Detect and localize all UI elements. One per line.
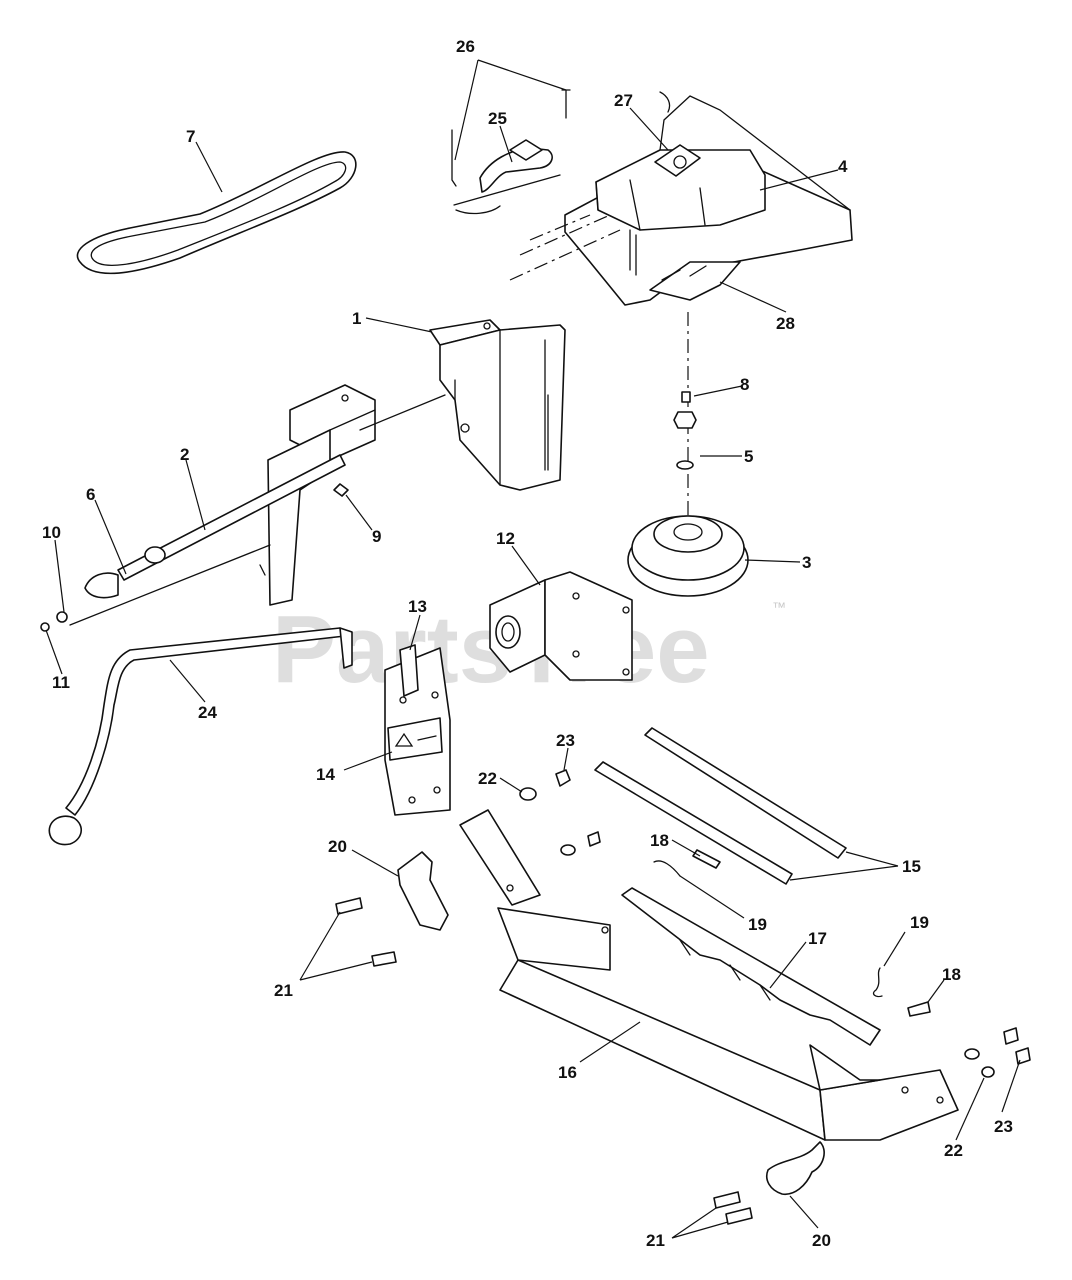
callout-19: 19 [748,915,767,934]
frame-part [459,809,959,1141]
callout-21b: 21 [646,1231,665,1250]
latch-parts [451,89,571,215]
callout-5: 5 [744,447,753,466]
cable-part [48,627,353,846]
callout-14: 14 [316,765,335,784]
callout-12: 12 [496,529,515,548]
callout-6: 6 [86,485,95,504]
callout-22: 22 [478,769,497,788]
pulley-part [627,312,749,597]
callout-13: 13 [408,597,427,616]
callout-22b: 22 [944,1141,963,1160]
callout-8: 8 [740,375,749,394]
control-rod-part [40,454,349,632]
callout-20: 20 [328,837,347,856]
callout-21: 21 [274,981,293,1000]
callout-11: 11 [52,673,70,692]
callout-18b: 18 [942,965,961,984]
callout-26: 26 [456,37,475,56]
callout-7: 7 [186,127,195,146]
callout-10: 10 [42,523,61,542]
leader-lines [45,59,1021,1239]
callout-2: 2 [180,445,189,464]
housing-part [509,91,853,306]
callout-15: 15 [902,857,921,876]
decal-plate-part [384,644,451,816]
callout-19b: 19 [910,913,929,932]
callout-24: 24 [198,703,217,722]
callout-23b: 23 [994,1117,1013,1136]
belt-part [76,151,357,274]
hardware-part [335,769,1031,1225]
callout-1: 1 [352,309,361,328]
bearing-block-part [489,571,633,681]
callout-25: 25 [488,109,507,128]
callout-18: 18 [650,831,669,850]
callout-23: 23 [556,731,575,750]
callout-16: 16 [558,1063,577,1082]
callout-9: 9 [372,527,381,546]
callout-28: 28 [776,314,795,333]
watermark-trademark: ™ [772,599,786,615]
callout-20b: 20 [812,1231,831,1250]
support-bracket-part [267,319,566,606]
link-arms-part [594,727,847,885]
callout-27: 27 [614,91,633,110]
callout-4: 4 [838,157,848,176]
callout-17: 17 [808,929,827,948]
callout-3: 3 [802,553,811,572]
